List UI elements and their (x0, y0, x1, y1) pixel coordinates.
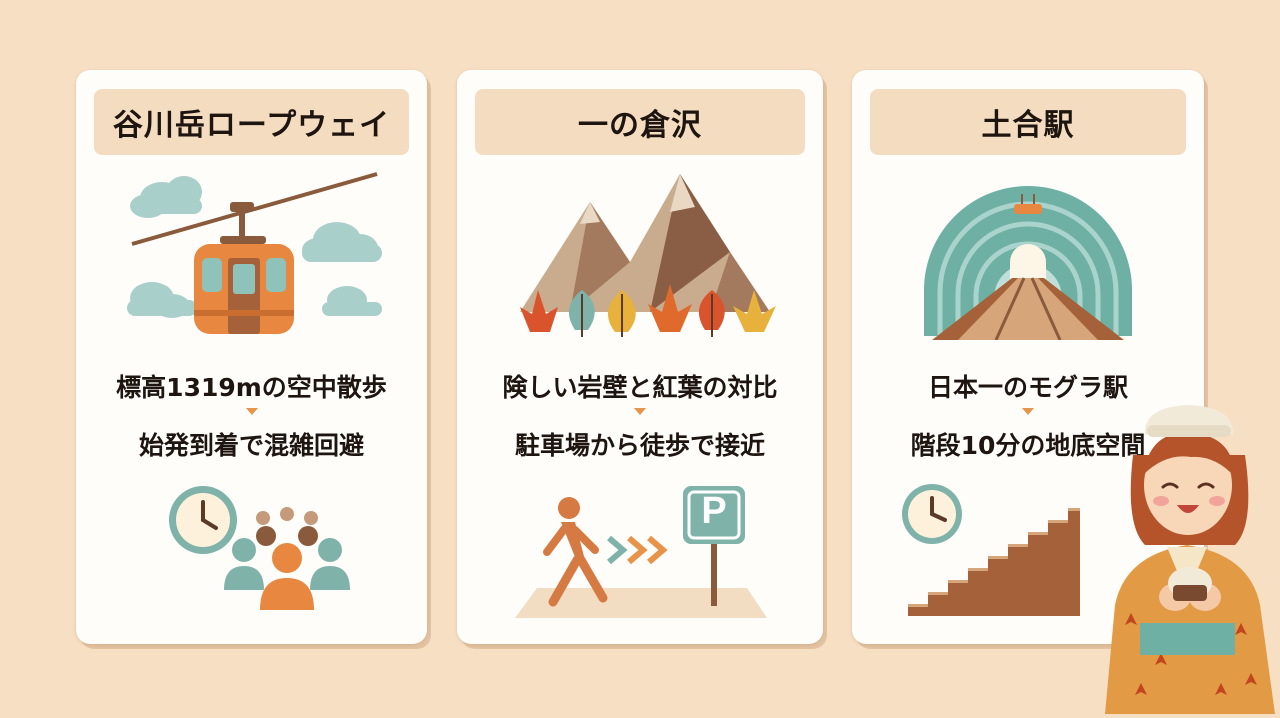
card-tip-line: 階段10分の地底空間 (910, 431, 1146, 460)
arrow-down-icon (634, 408, 646, 415)
card-feature-line: 日本一のモグラ駅 (927, 373, 1128, 402)
card-feature-line: 険しい岩壁と紅葉の対比 (502, 373, 778, 402)
mountain-autumn-leaves-icon (457, 172, 823, 342)
card-title: 谷川岳ロープウェイ (94, 89, 409, 155)
card-tip-line: 駐車場から徒歩で接近 (514, 431, 765, 460)
arrow-down-icon (245, 408, 258, 415)
ropeway-gondola-icon (76, 170, 427, 340)
clock-crowd-icon (76, 480, 427, 630)
clock-stairs-icon (852, 480, 1204, 630)
card-doai-station: 土合駅 日本一のモグラ駅 階段10分の地底空間 (852, 70, 1204, 644)
parking-sign-letter: P (701, 490, 727, 532)
card-tip-line: 始発到着で混雑回避 (138, 431, 364, 460)
card-tanigawa-ropeway: 谷川岳ロープウェイ (76, 70, 427, 644)
mascot-girl-yukata (1095, 395, 1280, 714)
tunnel-station-icon (852, 180, 1204, 340)
walker-parking-icon: P (457, 480, 823, 630)
card-title: 土合駅 (870, 89, 1186, 155)
arrow-down-icon (1022, 408, 1034, 415)
card-feature-line: 標高1319mの空中散歩 (116, 373, 387, 402)
card-title: 一の倉沢 (475, 89, 805, 155)
card-ichinokura-sawa: 一の倉沢 険しい岩壁と紅葉の対比 駐車場から徒歩 (457, 70, 823, 644)
